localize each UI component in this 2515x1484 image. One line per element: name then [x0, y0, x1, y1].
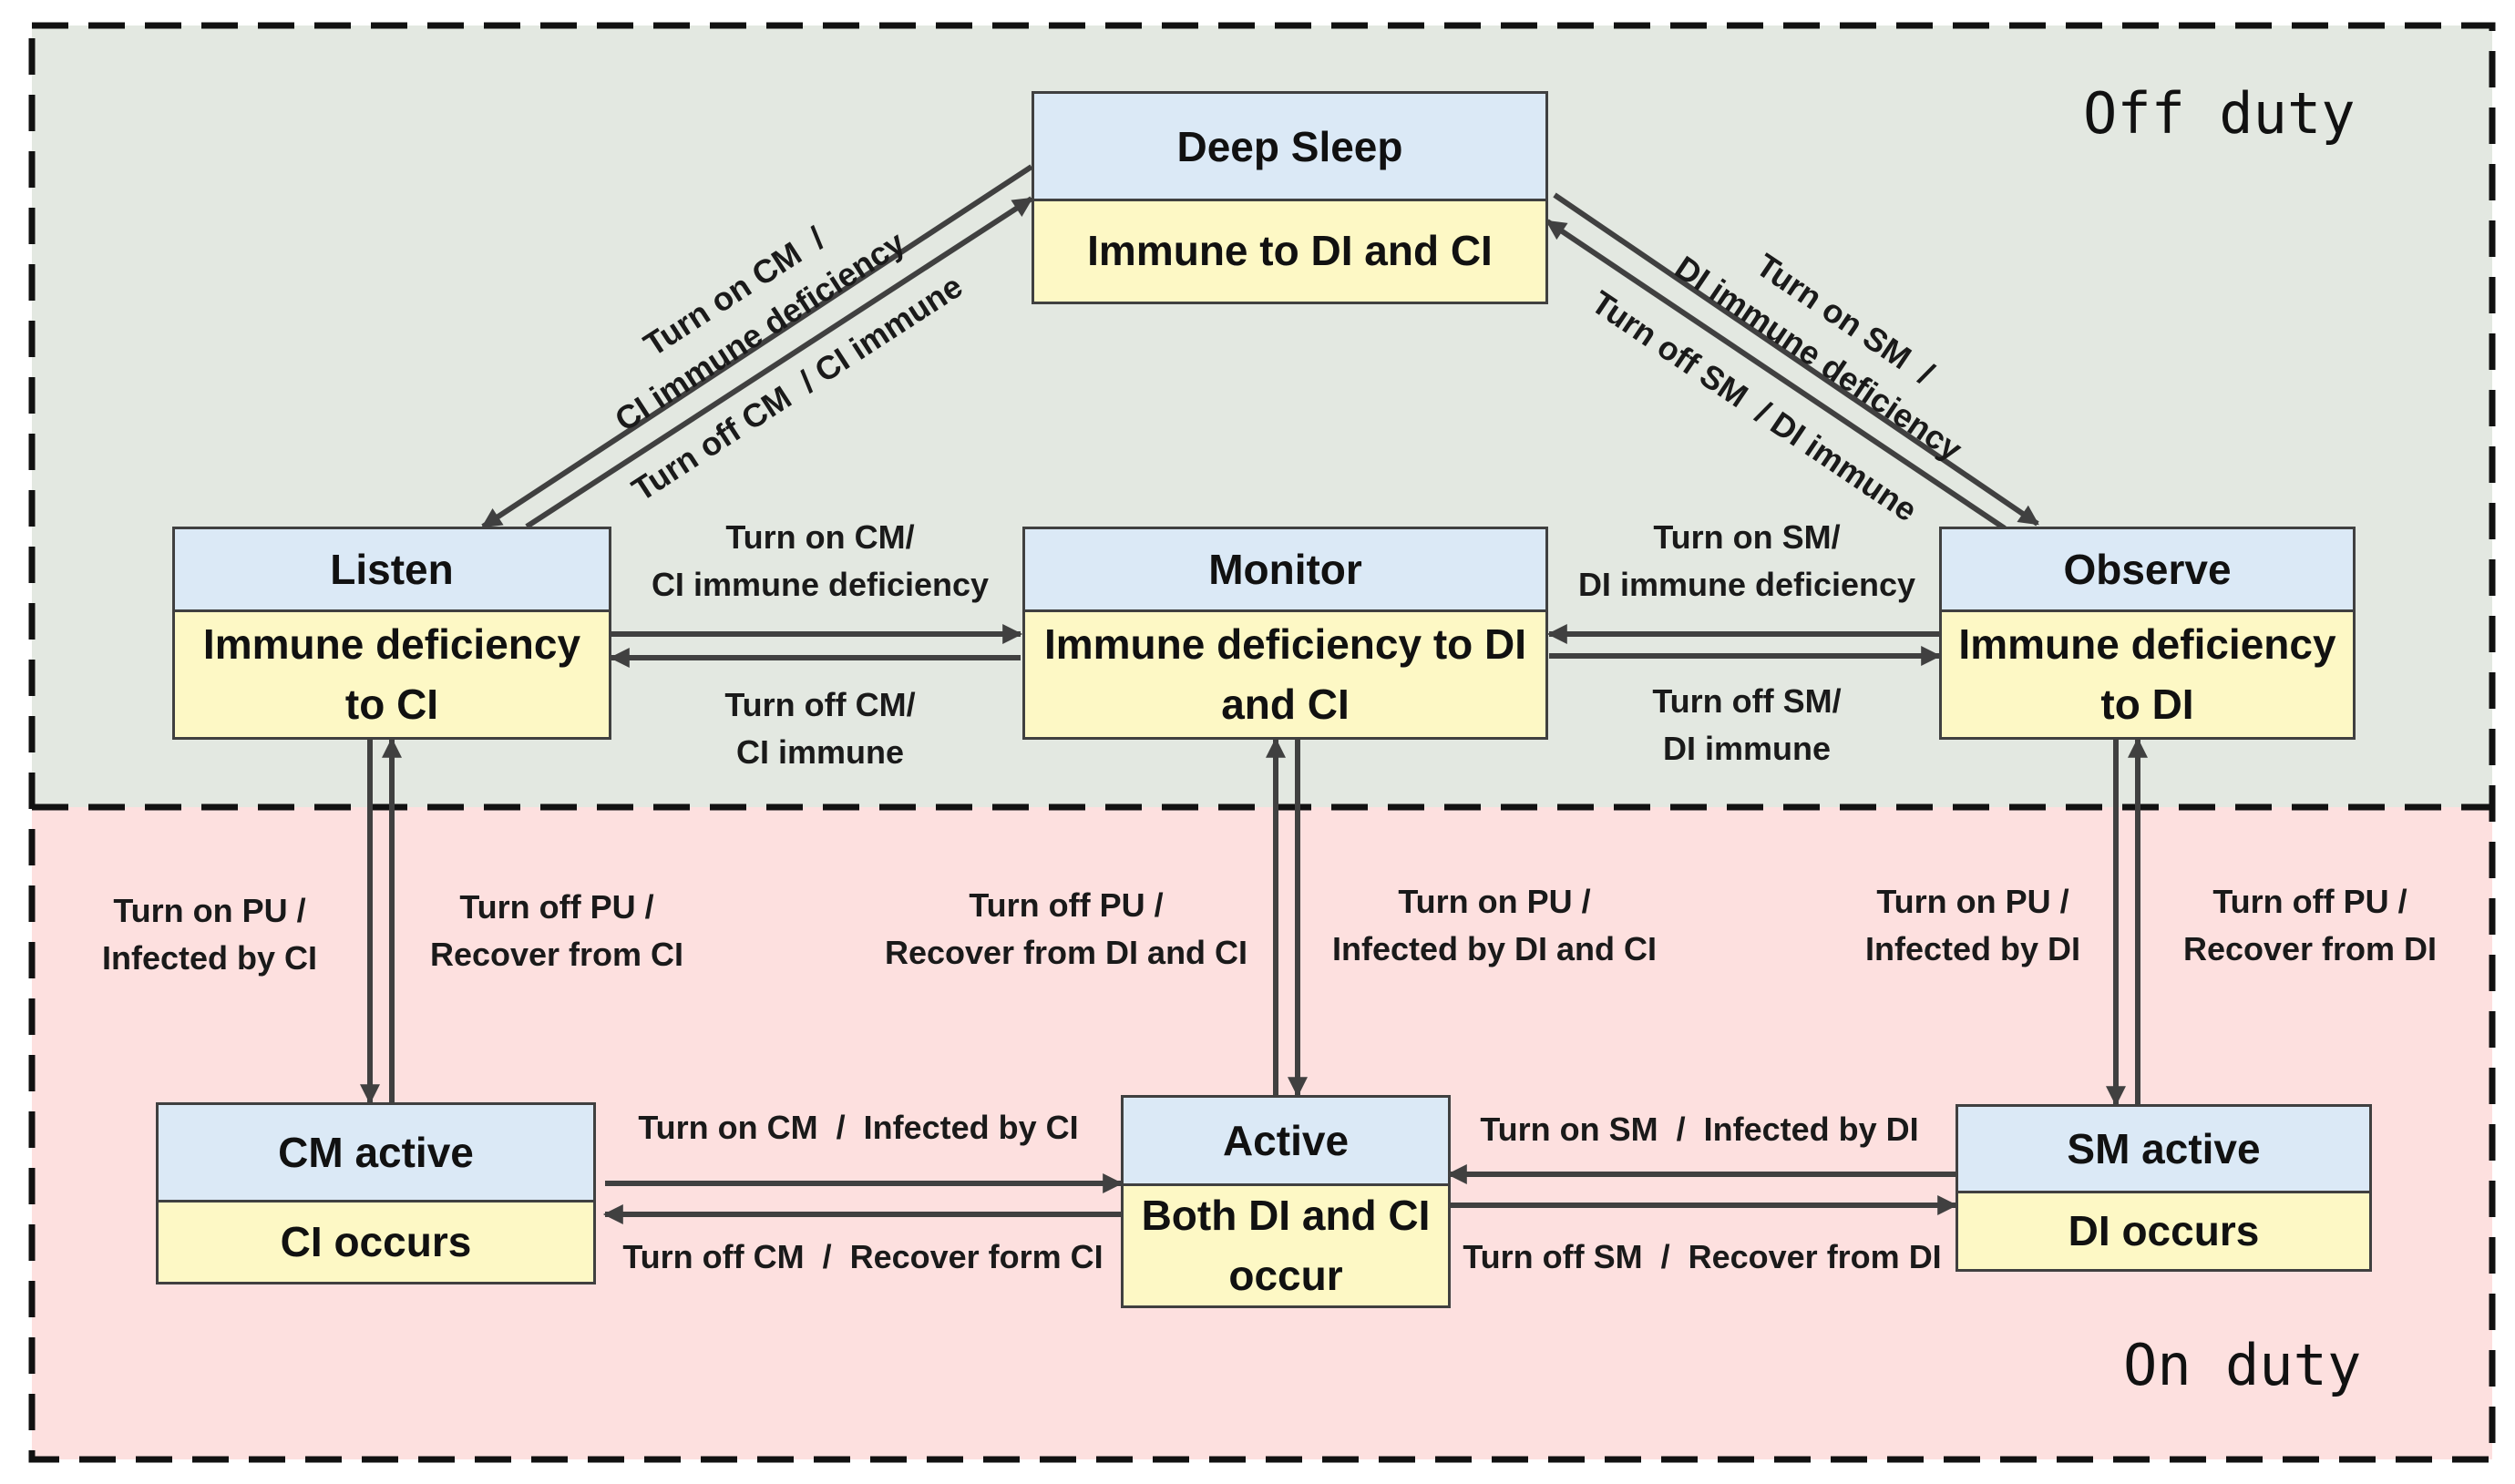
- arrow-ds-to-observe: [1553, 192, 2039, 527]
- label-cm-to-listen: Turn off PU / Recover from CI: [429, 888, 684, 974]
- state-name: SM active: [1958, 1107, 2369, 1193]
- state-active: Active Both DI and CI occur: [1121, 1095, 1451, 1308]
- state-name: Listen: [175, 529, 609, 612]
- state-status: Immune deficiency to DI: [1942, 612, 2353, 737]
- state-name: Active: [1124, 1098, 1448, 1187]
- label-sm-to-active: Turn on SM / Infected by DI: [1480, 1110, 1919, 1148]
- on-duty-title: On duty: [2123, 1332, 2362, 1398]
- label-monitor-to-observe: Turn off SM/ DI immune: [1652, 682, 1842, 768]
- state-name: CM active: [159, 1105, 593, 1203]
- state-observe: Observe Immune deficiency to DI: [1939, 527, 2356, 740]
- state-status: Immune deficiency to CI: [175, 612, 609, 737]
- label-active-to-monitor: Turn off PU / Recover from DI and CI: [884, 886, 1248, 972]
- state-cm-active: CM active CI occurs: [156, 1102, 596, 1284]
- state-deep-sleep: Deep Sleep Immune to DI and CI: [1032, 91, 1548, 304]
- label-sm-to-observe: Turn off PU / Recover from DI: [2182, 883, 2438, 968]
- arrow-listen-to-ds: [525, 196, 1033, 529]
- state-name: Deep Sleep: [1034, 94, 1545, 201]
- label-cm-to-active: Turn on CM / Infected by CI: [638, 1109, 1079, 1146]
- label-monitor-to-listen: Turn off CM/ CI immune: [724, 686, 916, 772]
- label-listen-to-cm: Turn on PU / Infected by CI: [101, 892, 318, 977]
- label-observe-to-monitor: Turn on SM/ DI immune deficiency: [1577, 518, 1916, 604]
- state-name: Monitor: [1025, 529, 1545, 612]
- zone-border: [28, 22, 2496, 1463]
- arrow-observe-to-ds: [1545, 219, 2007, 531]
- state-status: Immune deficiency to DI and CI: [1025, 612, 1545, 737]
- state-name: Observe: [1942, 529, 2353, 612]
- state-sm-active: SM active DI occurs: [1956, 1104, 2372, 1272]
- off-duty-title: Off duty: [2083, 80, 2356, 147]
- label-active-to-sm: Turn off SM / Recover from DI: [1463, 1238, 1942, 1275]
- state-status: Immune to DI and CI: [1034, 201, 1545, 302]
- state-monitor: Monitor Immune deficiency to DI and CI: [1022, 527, 1548, 740]
- state-status: CI occurs: [159, 1203, 593, 1282]
- label-active-to-cm: Turn off CM / Recover form CI: [622, 1238, 1104, 1275]
- label-monitor-to-active: Turn on PU / Infected by DI and CI: [1331, 883, 1658, 968]
- state-status: DI occurs: [1958, 1193, 2369, 1269]
- state-listen: Listen Immune deficiency to CI: [172, 527, 611, 740]
- state-status: Both DI and CI occur: [1124, 1186, 1448, 1305]
- arrow-ds-to-listen: [481, 164, 1033, 529]
- label-observe-to-sm: Turn on PU / Infected by DI: [1864, 883, 2081, 968]
- label-listen-to-monitor: Turn on CM/ CI immune deficiency: [651, 518, 990, 604]
